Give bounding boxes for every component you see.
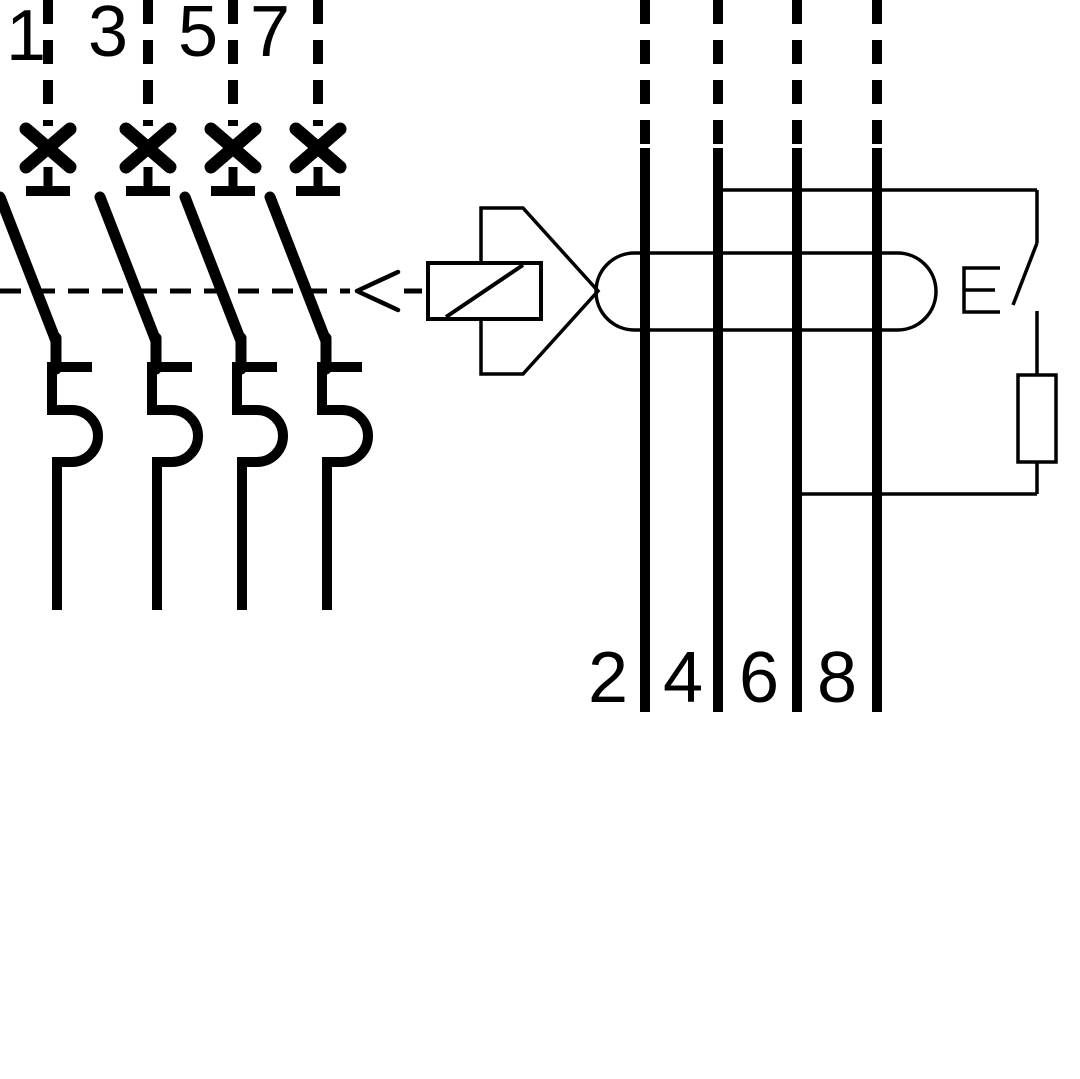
thermal-trip-7 [317, 362, 373, 610]
pole-label-5: 5 [178, 0, 219, 72]
current-transformer-toroid [594, 251, 938, 332]
supply-lines [43, 0, 323, 126]
trip-coil-diagonal [444, 263, 525, 319]
pole-label-7: 7 [250, 0, 291, 72]
conductor-label-4: 4 [663, 638, 704, 718]
breaker-contact-3 [94, 191, 162, 347]
thermal-trip-3 [147, 362, 203, 610]
thermal-trip-1 [47, 362, 103, 610]
breaker-contact-5 [179, 191, 247, 347]
conductor-label-6: 6 [739, 638, 780, 718]
trip-relay [426, 206, 601, 376]
terminal-x-icons [19, 122, 347, 196]
test-resistor [1016, 373, 1058, 464]
test-circuit [718, 188, 1058, 496]
terminal-x-icon-1 [19, 122, 77, 196]
pole-label-3: 3 [88, 0, 129, 72]
breaker-contact-1 [0, 191, 62, 347]
conductor-label-2: 2 [588, 638, 629, 718]
terminal-x-icon-5 [204, 122, 262, 196]
load-conductors [640, 0, 882, 712]
trip-arrow-icon [354, 269, 401, 313]
test-button-icon [962, 266, 1000, 314]
thermal-trip-5 [232, 362, 288, 610]
thermal-trip-elements [47, 362, 373, 610]
pole-label-1: 1 [6, 0, 47, 76]
breaker-contacts [0, 191, 332, 375]
terminal-x-icon-3 [119, 122, 177, 196]
terminal-x-icon-7 [289, 122, 347, 196]
conductor-label-8: 8 [817, 638, 858, 718]
test-switch-blade [1011, 242, 1039, 306]
breaker-contact-7 [264, 191, 332, 347]
